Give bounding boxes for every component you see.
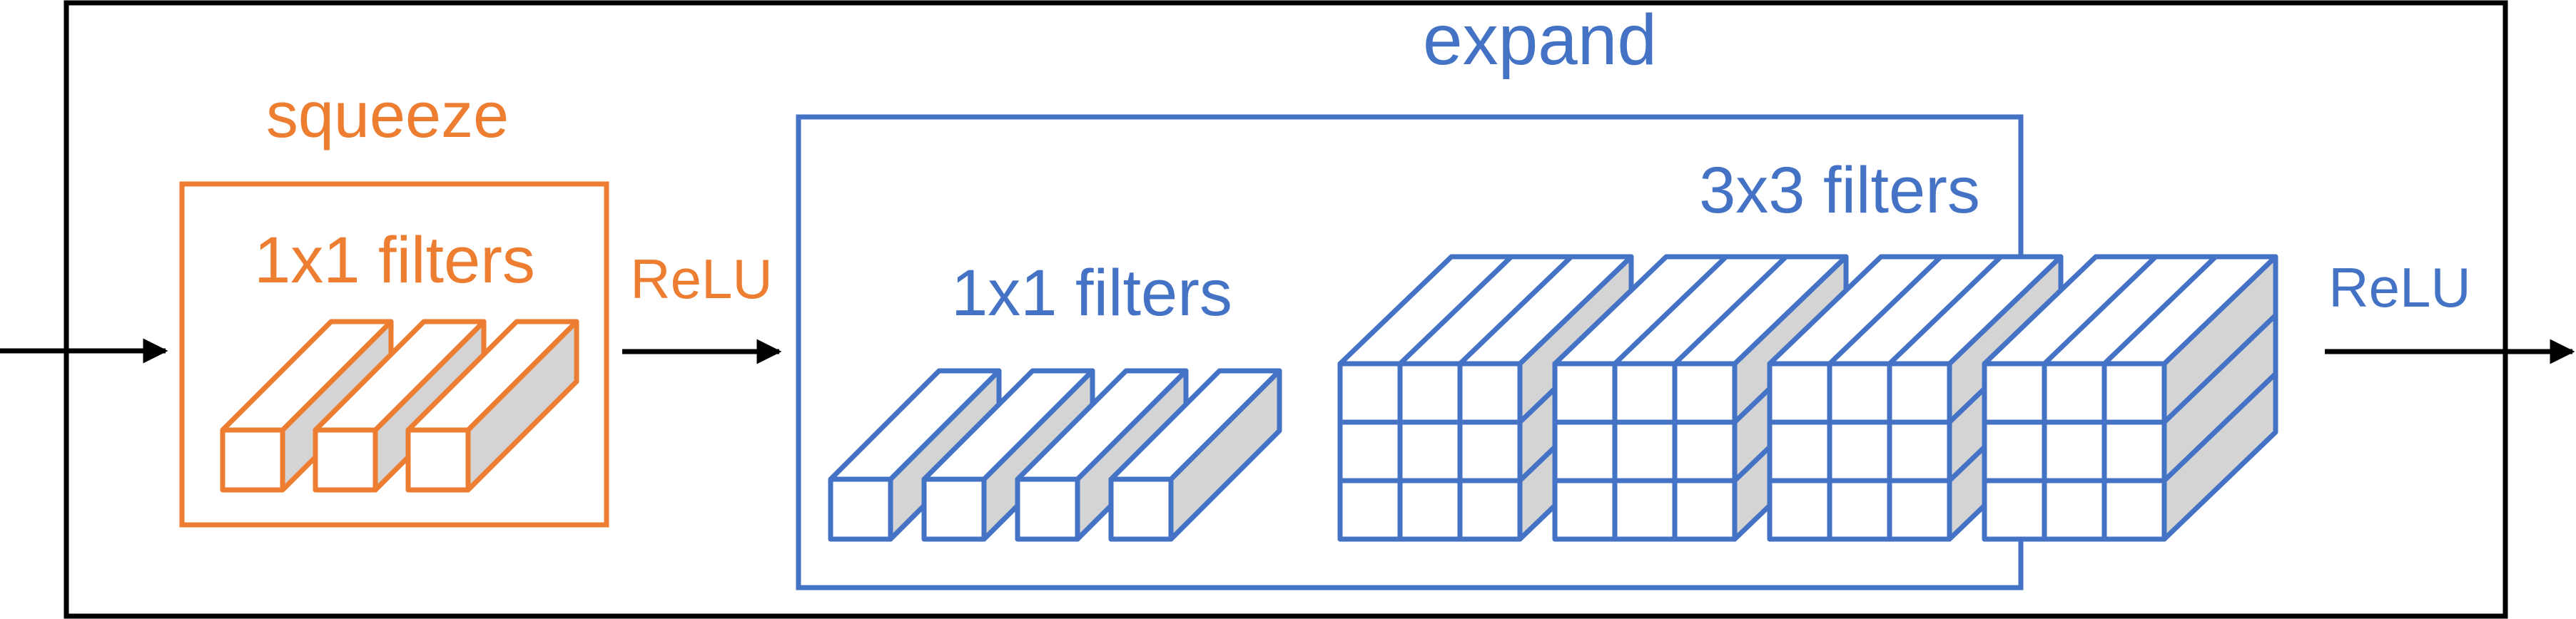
squeeze-filter-2-front-face bbox=[313, 427, 378, 493]
expand-3x3-filter-4-top-line bbox=[2042, 255, 2158, 366]
squeeze-1x1-filters bbox=[220, 319, 579, 493]
expand-1x1-filter-3-front-face bbox=[1015, 476, 1080, 542]
expand-3x3-filters bbox=[1337, 254, 2278, 542]
expand-3x3-filter-1-top-line bbox=[1398, 255, 1513, 366]
expand-1x1-filter-1-front-face bbox=[828, 476, 893, 542]
expand-title: expand bbox=[1423, 0, 1657, 80]
expand-1x1-filter-2-front-face bbox=[921, 476, 987, 542]
expand-3x3-filter-2-top-line bbox=[1673, 255, 1788, 366]
relu-label-1: ReLU bbox=[630, 247, 772, 310]
expand-1x1-filter-4-front-face bbox=[1108, 476, 1174, 542]
expand-1x1-filters bbox=[828, 368, 1282, 542]
expand-3x3-filter-4-side-line bbox=[2162, 372, 2278, 483]
relu-label-2: ReLU bbox=[2328, 256, 2470, 319]
squeeze-box bbox=[179, 181, 609, 528]
expand-3x3-filter-1-top-line bbox=[1458, 255, 1573, 366]
expand-3x3-filter-4-side-line bbox=[2162, 313, 2278, 424]
expand-3x3-filters-label: 3x3 filters bbox=[1699, 154, 1980, 227]
expand-3x3-filter-2-top-line bbox=[1613, 255, 1728, 366]
expand-3x3-filter-3-front-face bbox=[1767, 361, 1952, 542]
squeeze-title: squeeze bbox=[266, 80, 509, 151]
expand-3x3-filter-3-top-line bbox=[1887, 255, 2003, 366]
squeeze-filter-1-front-face bbox=[220, 427, 285, 493]
expand-1x1-filters-label: 1x1 filters bbox=[951, 257, 1232, 329]
expand-3x3-filter-4-front-face bbox=[1982, 361, 2167, 542]
expand-3x3-filter-2-front-face bbox=[1552, 361, 1738, 542]
expand-3x3-filter-1-front-face bbox=[1337, 361, 1523, 542]
expand-3x3-filter-4-top-line bbox=[2102, 255, 2218, 366]
expand-3x3-filter-3-top-line bbox=[1827, 255, 1943, 366]
squeeze-filters-label: 1x1 filters bbox=[254, 224, 535, 297]
squeeze-filter-3-front-face bbox=[405, 427, 471, 493]
fire-module-frame bbox=[64, 0, 2508, 619]
